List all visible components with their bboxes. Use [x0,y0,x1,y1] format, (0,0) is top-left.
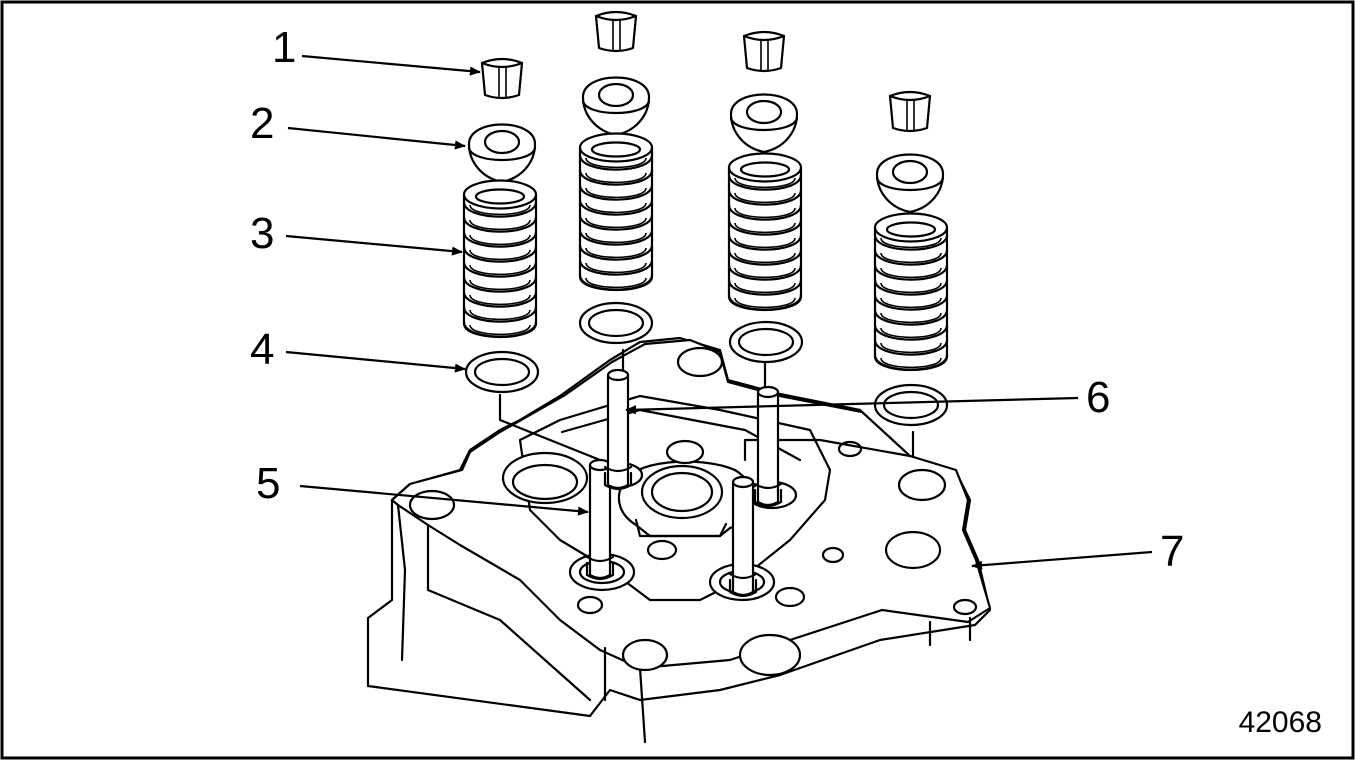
valve-spring [873,212,949,371]
callout-numbers: 1 2 3 4 5 6 7 [250,23,1184,576]
cylinder-head [366,336,992,744]
figure-number: 42068 [1239,706,1322,739]
valve-spring [462,179,538,338]
valve-stacks [462,10,949,427]
callout-6: 6 [1086,373,1110,422]
stack-3 [727,30,804,364]
stack-1 [462,57,540,394]
callout-1: 1 [272,23,296,72]
valve-spring [578,132,654,291]
callout-4: 4 [250,325,274,374]
stack-4 [873,90,949,427]
callout-3: 3 [250,209,274,258]
callout-2: 2 [250,99,274,148]
stack-2 [578,10,654,345]
callout-5: 5 [256,459,280,508]
leader-lines [285,54,1153,570]
valve-spring [727,152,803,311]
callout-7: 7 [1160,527,1184,576]
